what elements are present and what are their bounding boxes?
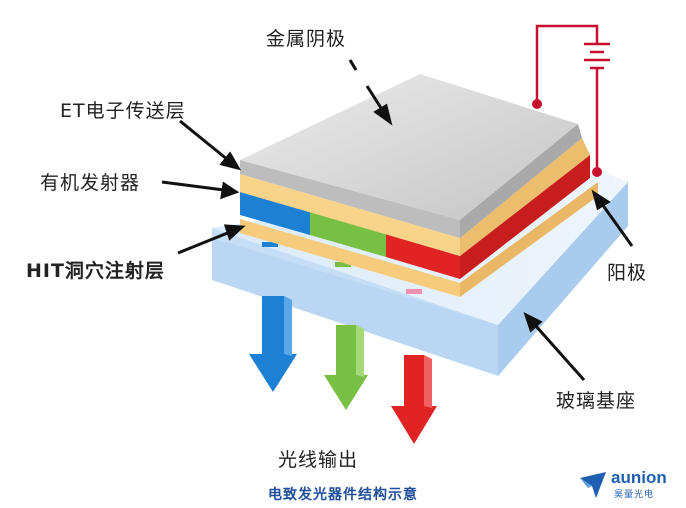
etl-label: ET电子传送层 <box>60 100 186 122</box>
pointer-arrows <box>161 59 634 381</box>
htl-layer <box>240 182 598 297</box>
company-logo: aunion 昊量光电 <box>578 468 686 504</box>
light-arrow-green <box>324 325 368 410</box>
emitter-layer <box>240 155 590 279</box>
anode-label: 阳极 <box>607 262 648 284</box>
emitter-label: 有机发射器 <box>40 172 141 194</box>
diagram-caption: 电致发光器件结构示意 <box>268 487 418 503</box>
light-arrow-blue <box>249 296 297 392</box>
light-output-label: 光线输出 <box>278 449 359 471</box>
htl-label: HIT洞穴注射层 <box>26 260 165 282</box>
logo-arrow-icon <box>580 472 606 498</box>
light-arrow-red <box>391 355 437 444</box>
anode-terminal <box>592 167 602 177</box>
anode-strips <box>262 242 422 294</box>
substrate-label: 玻璃基座 <box>556 390 637 412</box>
logo-sub: 昊量光电 <box>614 490 655 500</box>
cathode-label: 金属阴极 <box>266 28 347 50</box>
cathode-terminal <box>532 99 542 109</box>
logo-name: aunion <box>611 468 667 487</box>
metal-cathode <box>240 74 582 238</box>
circuit-wire <box>535 24 610 172</box>
etl-layer <box>240 138 590 256</box>
